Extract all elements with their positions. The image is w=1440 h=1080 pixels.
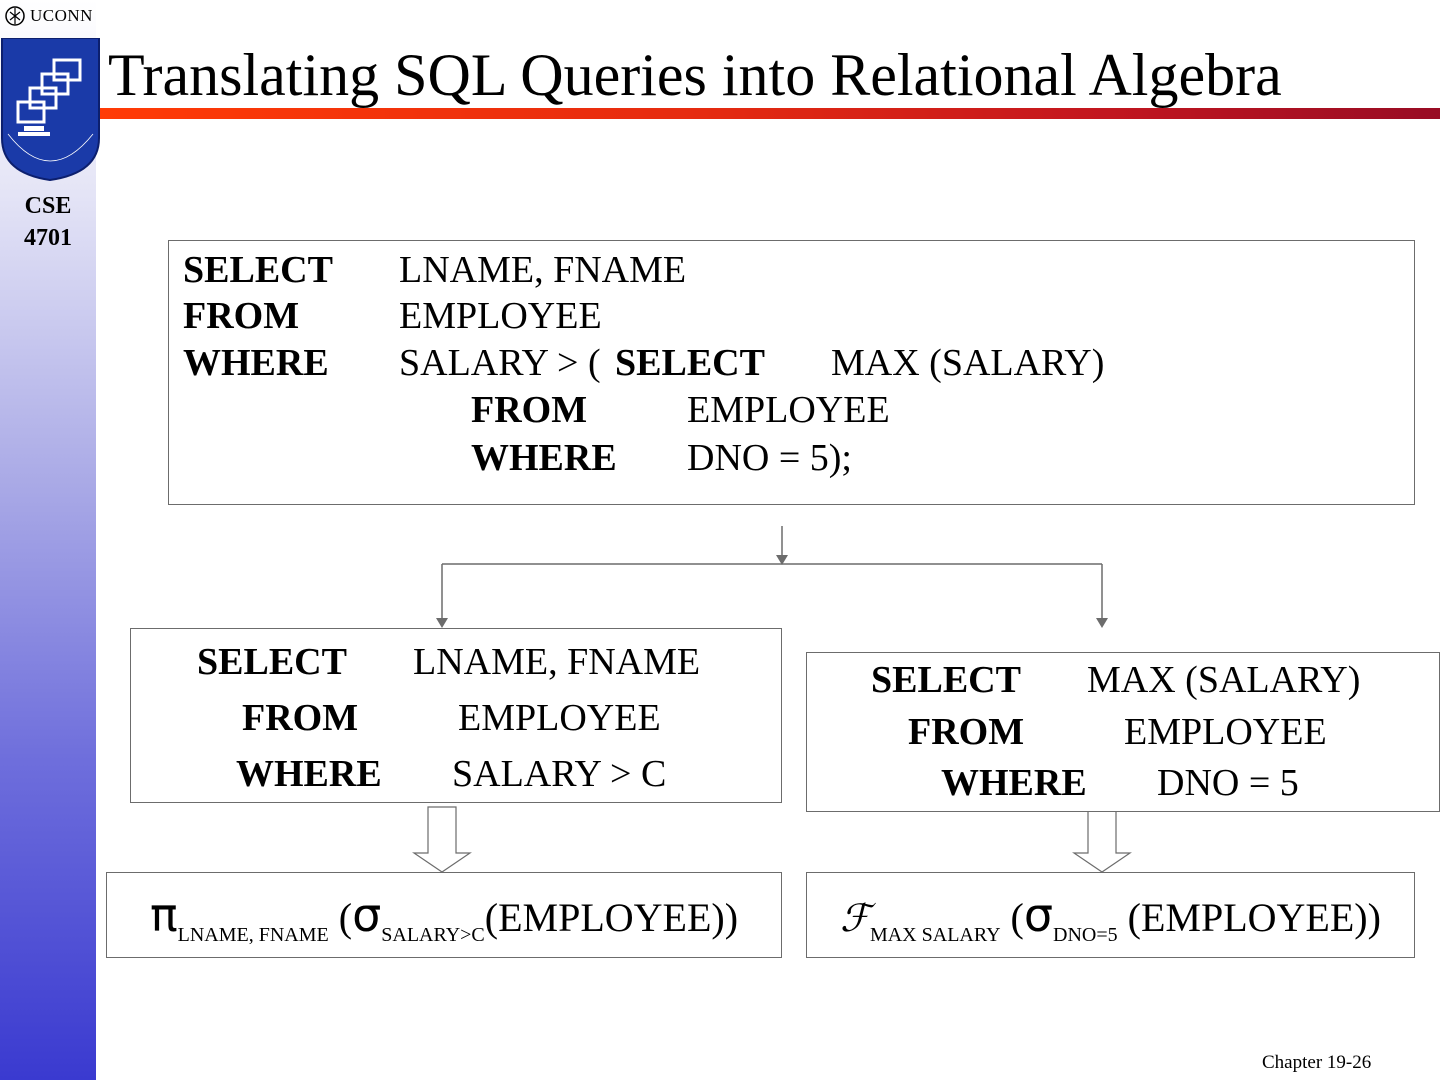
inner-query-box bbox=[806, 652, 1440, 812]
slide-title: Translating SQL Queries into Relational … bbox=[108, 42, 1282, 108]
inner-selection-symbol: σ bbox=[1023, 888, 1054, 942]
inner-open-paren: ( bbox=[1000, 895, 1024, 940]
main-where-keyword: WHERE bbox=[183, 342, 329, 384]
slide-footer: Chapter 19-26 bbox=[1262, 1052, 1372, 1073]
inner-relation: (EMPLOYEE)) bbox=[1117, 895, 1381, 940]
outer-from-table: EMPLOYEE bbox=[458, 697, 661, 739]
outer-relation: (EMPLOYEE)) bbox=[484, 895, 739, 940]
inner-where-keyword: WHERE bbox=[941, 762, 1087, 804]
inner-from-keyword: FROM bbox=[908, 711, 1025, 753]
outer-query-box bbox=[130, 628, 782, 803]
main-query-box bbox=[168, 240, 1415, 505]
outer-where-keyword: WHERE bbox=[236, 753, 382, 795]
course-subject: CSE bbox=[24, 193, 72, 219]
inner-where-condition: DNO = 5 bbox=[1157, 762, 1299, 804]
outer-algebra-expression: πLNAME, FNAME (σSALARY>C(EMPLOYEE)) bbox=[149, 888, 739, 945]
outer-open-paren: ( bbox=[328, 895, 353, 940]
outer-algebra-box: πLNAME, FNAME (σSALARY>C(EMPLOYEE)) bbox=[106, 872, 782, 958]
course-code: CSE 4701 bbox=[0, 190, 96, 254]
uconn-crest-icon bbox=[5, 6, 25, 26]
selection-condition: SALARY>C bbox=[381, 924, 485, 946]
inner-from-table: EMPLOYEE bbox=[1124, 711, 1327, 753]
main-from-keyword: FROM bbox=[183, 295, 300, 337]
title-underline-bar bbox=[100, 108, 1440, 119]
subquery-select-columns: MAX (SALARY) bbox=[831, 342, 1105, 384]
subquery-from-table: EMPLOYEE bbox=[687, 389, 890, 431]
inner-algebra-box: ℱMAX SALARY (σDNO=5 (EMPLOYEE)) bbox=[806, 872, 1415, 958]
course-number: 4701 bbox=[24, 225, 72, 251]
cse-department-logo bbox=[0, 38, 100, 182]
main-select-columns: LNAME, FNAME bbox=[399, 249, 687, 291]
subquery-select-keyword: SELECT bbox=[615, 342, 765, 384]
subquery-where-keyword: WHERE bbox=[471, 437, 617, 479]
uconn-wordmark: UCONN bbox=[30, 6, 93, 25]
aggregate-function-symbol: ℱ bbox=[840, 896, 870, 940]
uconn-brand: UCONN bbox=[4, 4, 93, 28]
outer-from-keyword: FROM bbox=[242, 697, 359, 739]
outer-where-condition: SALARY > C bbox=[452, 753, 667, 795]
main-where-condition: SALARY > ( bbox=[399, 342, 601, 384]
inner-algebra-expression: ℱMAX SALARY (σDNO=5 (EMPLOYEE)) bbox=[840, 888, 1381, 945]
main-from-table: EMPLOYEE bbox=[399, 295, 602, 337]
outer-select-columns: LNAME, FNAME bbox=[413, 641, 701, 683]
subquery-where-condition: DNO = 5); bbox=[687, 437, 852, 479]
outer-select-keyword: SELECT bbox=[197, 641, 347, 683]
inner-select-keyword: SELECT bbox=[871, 659, 1021, 701]
aggregate-function-spec: MAX SALARY bbox=[869, 924, 1001, 946]
selection-symbol: σ bbox=[352, 888, 382, 942]
projection-attributes: LNAME, FNAME bbox=[177, 924, 329, 946]
inner-select-columns: MAX (SALARY) bbox=[1087, 659, 1361, 701]
inner-selection-condition: DNO=5 bbox=[1053, 924, 1118, 946]
subquery-from-keyword: FROM bbox=[471, 389, 588, 431]
projection-symbol: π bbox=[149, 888, 178, 942]
main-select-keyword: SELECT bbox=[183, 249, 333, 291]
